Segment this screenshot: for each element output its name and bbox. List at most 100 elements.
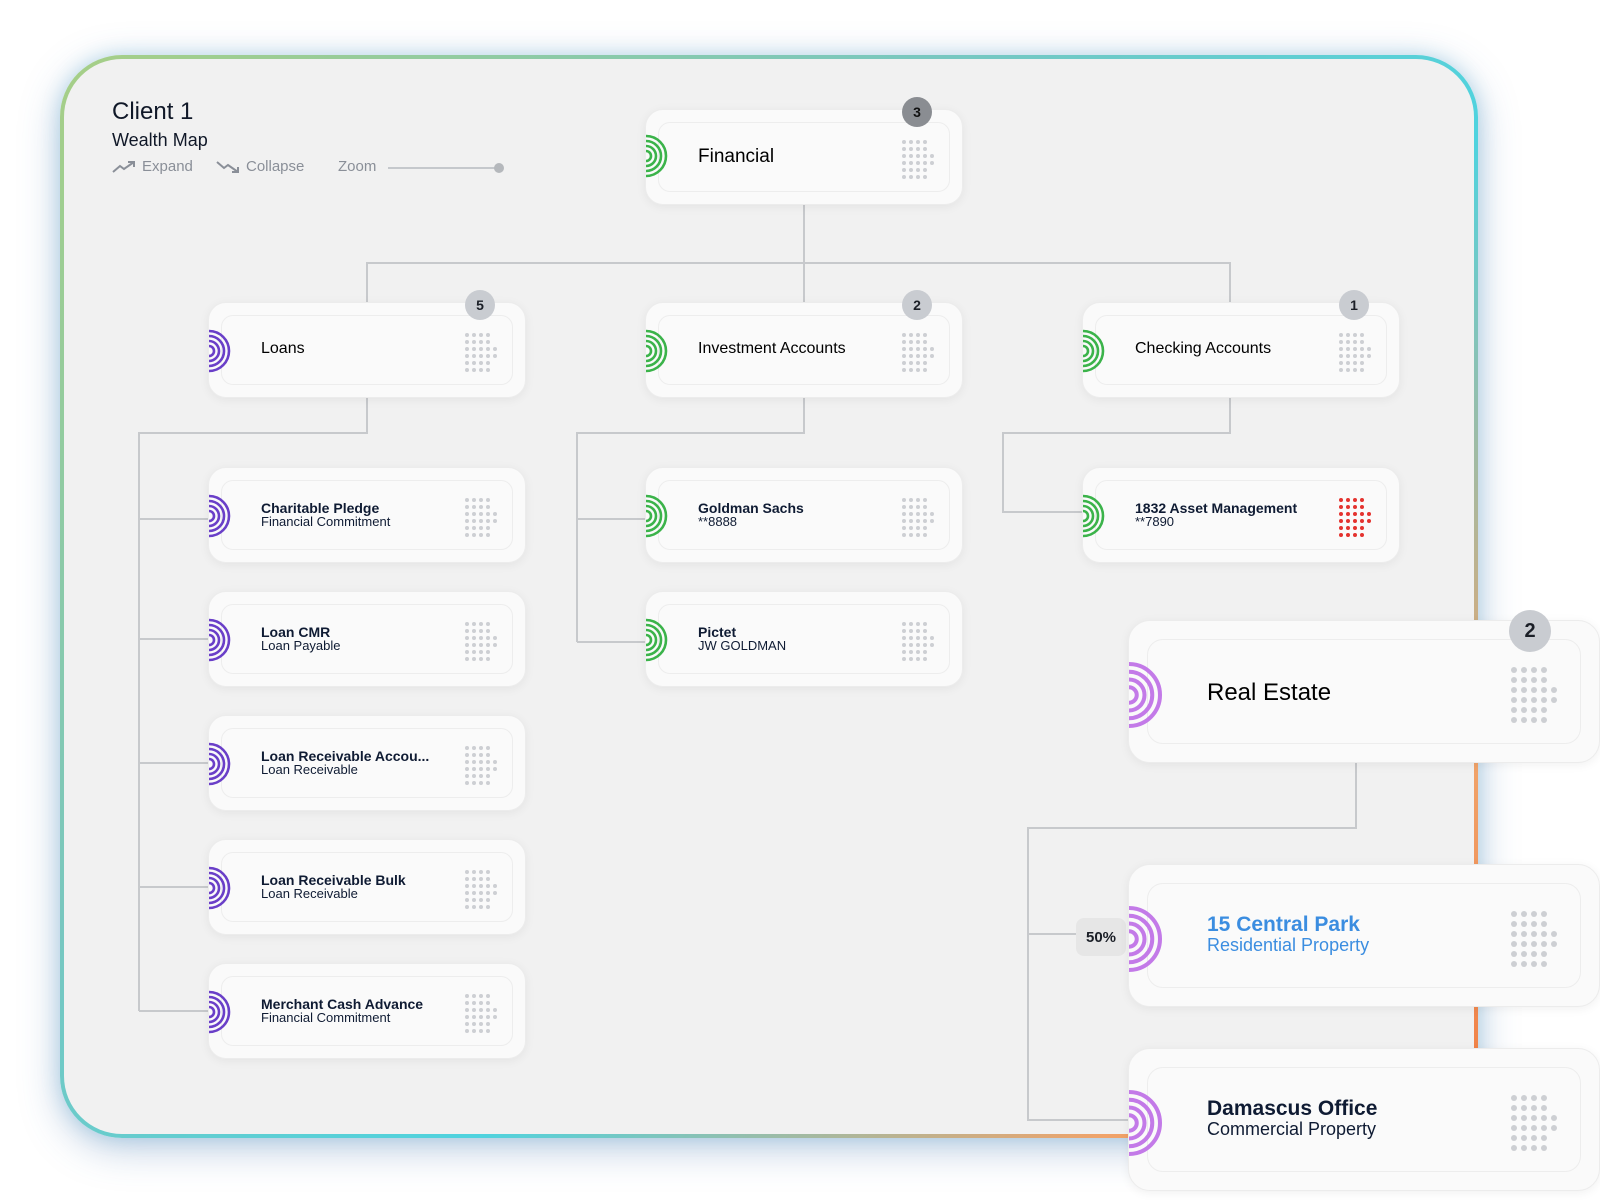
arc-icon-lavender	[1128, 661, 1169, 734]
connector-investment-children	[576, 398, 805, 642]
drag-handle-icon[interactable]	[1339, 333, 1371, 372]
node-title: Loans	[261, 340, 305, 357]
arc-icon-green	[645, 618, 672, 667]
drag-handle-icon[interactable]	[902, 333, 934, 372]
node-card	[1147, 639, 1581, 744]
collapse-label: Collapse	[246, 158, 305, 175]
node-text-block: Loan Receivable Bulk Loan Receivable	[261, 873, 406, 901]
zoom-slider-handle[interactable]	[494, 163, 504, 173]
header: Client 1 Wealth Map	[112, 98, 208, 151]
drag-handle-icon[interactable]	[902, 622, 934, 661]
arc-icon-green	[645, 329, 672, 378]
node-card	[658, 122, 950, 192]
drag-handle-icon[interactable]	[465, 994, 497, 1033]
count-badge: 2	[902, 290, 932, 320]
count-badge: 3	[902, 97, 932, 127]
expand-button[interactable]: Expand	[112, 158, 193, 175]
node-damascus-office[interactable]: Damascus Office Commercial Property	[1128, 1048, 1600, 1191]
count-badge: 1	[1339, 290, 1369, 320]
page-subtitle: Wealth Map	[112, 130, 208, 150]
connector-level1	[366, 262, 1231, 302]
node-financial[interactable]: Financial 3	[645, 97, 963, 205]
drag-handle-icon[interactable]	[465, 498, 497, 537]
drag-handle-icon[interactable]	[1511, 1095, 1557, 1151]
node-subtitle: JW GOLDMAN	[698, 638, 787, 653]
arc-icon-purple	[208, 990, 235, 1039]
zoom-slider-track[interactable]	[388, 167, 498, 169]
node-title: Financial	[698, 146, 775, 167]
count-badge: 2	[1509, 610, 1551, 652]
node-text-block: Loan CMR Loan Payable	[261, 625, 341, 653]
node-title: Pictet	[698, 624, 737, 640]
collapse-button[interactable]: Collapse	[216, 158, 304, 175]
drag-handle-arrow-icon[interactable]	[1339, 498, 1371, 537]
drag-handle-icon[interactable]	[465, 333, 497, 372]
arc-icon-lavender	[1128, 905, 1169, 978]
node-subtitle: Residential Property	[1207, 935, 1370, 955]
node-text-block: Loan Receivable Accou... Loan Receivable	[261, 749, 429, 777]
connector-loans	[138, 398, 368, 1011]
node-text-block: 1832 Asset Management **7890	[1135, 501, 1297, 529]
node-card	[1147, 1067, 1581, 1172]
node-title: Real Estate	[1207, 679, 1332, 706]
node-text-block: Goldman Sachs **8888	[698, 501, 804, 529]
page-title: Client 1	[112, 98, 194, 125]
node-card	[221, 604, 513, 674]
drag-handle-icon[interactable]	[902, 140, 934, 179]
arc-icon-green	[645, 494, 672, 543]
node-loan-receivable-bulk[interactable]: Loan Receivable Bulk Loan Receivable	[208, 839, 526, 935]
node-real-estate[interactable]: Real Estate 2	[1128, 610, 1600, 763]
node-card	[658, 315, 950, 385]
node-1832-asset-management[interactable]: 1832 Asset Management **7890	[1082, 467, 1400, 563]
node-investment-accounts[interactable]: Investment Accounts 2	[645, 290, 963, 398]
node-loan-cmr[interactable]: Loan CMR Loan Payable	[208, 591, 526, 687]
node-subtitle: Loan Payable	[261, 638, 341, 653]
node-card	[221, 852, 513, 922]
node-title: 1832 Asset Management	[1135, 500, 1298, 516]
connector-checking	[1002, 398, 1231, 513]
node-15-central-park[interactable]: 15 Central Park Residential Property	[1128, 864, 1600, 1007]
node-subtitle: Loan Receivable	[261, 886, 358, 901]
drag-handle-icon[interactable]	[465, 622, 497, 661]
node-subtitle: Financial Commitment	[261, 1010, 391, 1025]
node-merchant-cash-advance[interactable]: Merchant Cash Advance Financial Commitme…	[208, 963, 526, 1059]
node-card	[658, 480, 950, 550]
drag-handle-icon[interactable]	[1511, 911, 1557, 967]
node-title: Investment Accounts	[698, 340, 846, 357]
node-checking-accounts[interactable]: Checking Accounts 1	[1082, 290, 1400, 398]
node-title: Damascus Office	[1207, 1097, 1378, 1120]
node-card	[1095, 480, 1387, 550]
node-loan-receivable-account[interactable]: Loan Receivable Accou... Loan Receivable	[208, 715, 526, 811]
node-text-block: Damascus Office Commercial Property	[1207, 1097, 1378, 1139]
count-badge: 5	[465, 290, 495, 320]
node-text-block: Merchant Cash Advance Financial Commitme…	[261, 997, 423, 1025]
node-goldman-sachs[interactable]: Goldman Sachs **8888	[645, 467, 963, 563]
drag-handle-icon[interactable]	[465, 746, 497, 785]
node-card	[1095, 315, 1387, 385]
drag-handle-icon[interactable]	[902, 498, 934, 537]
arc-icon-purple	[208, 866, 235, 915]
node-title: Merchant Cash Advance	[261, 996, 424, 1012]
node-title: Loan CMR	[261, 624, 331, 640]
node-title: Charitable Pledge	[261, 500, 380, 516]
node-title-link[interactable]: 15 Central Park	[1207, 913, 1360, 936]
node-pictet[interactable]: Pictet JW GOLDMAN	[645, 591, 963, 687]
node-card	[221, 480, 513, 550]
expand-label: Expand	[142, 158, 193, 175]
node-title: Goldman Sachs	[698, 500, 804, 516]
node-subtitle: Commercial Property	[1207, 1119, 1377, 1139]
node-title: Loan Receivable Bulk	[261, 872, 406, 888]
node-loans[interactable]: Loans 5	[208, 290, 526, 398]
node-text-block: Charitable Pledge Financial Commitment	[261, 501, 390, 529]
node-card	[221, 315, 513, 385]
zoom-label: Zoom	[338, 158, 377, 175]
node-subtitle: **8888	[698, 514, 738, 529]
drag-handle-icon[interactable]	[1511, 667, 1557, 723]
node-charitable-pledge[interactable]: Charitable Pledge Financial Commitment	[208, 467, 526, 563]
node-card	[221, 728, 513, 798]
node-card	[221, 976, 513, 1046]
node-title: Loan Receivable Accou...	[261, 748, 430, 764]
drag-handle-icon[interactable]	[465, 870, 497, 909]
node-subtitle: Financial Commitment	[261, 514, 391, 529]
node-text-block: Pictet JW GOLDMAN	[698, 625, 786, 653]
